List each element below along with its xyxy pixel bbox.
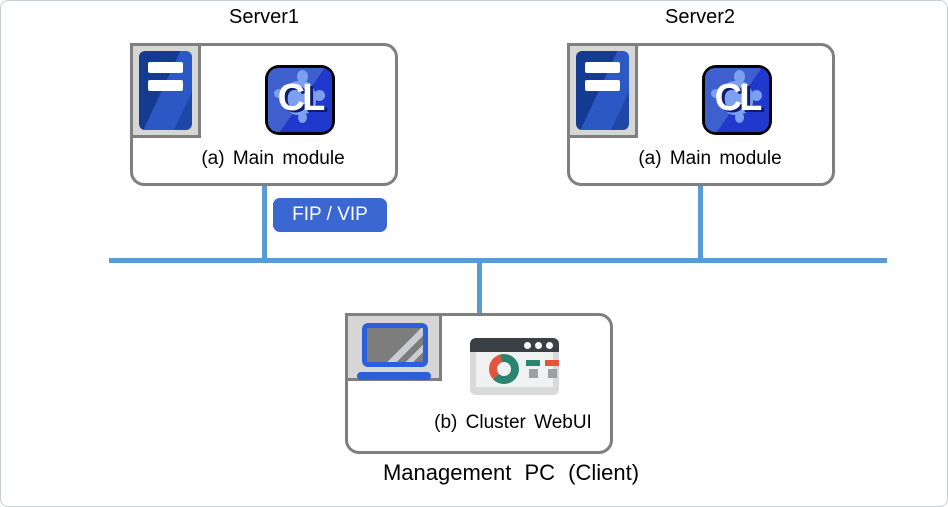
cluster-splat-icon [274, 70, 325, 123]
teal-widget-icon [526, 360, 540, 378]
laptop-icon [345, 313, 442, 381]
server1-title: Server1 [228, 6, 300, 28]
cluster-logo-icon: CL [702, 65, 772, 135]
management-caption: Management PC (Client) [382, 460, 640, 485]
cluster-logo-background: CL [705, 68, 769, 132]
server-tower-icon [139, 51, 192, 130]
cluster-logo-text: CL [277, 77, 326, 119]
fip-vip-badge: FIP / VIP [273, 198, 387, 232]
cluster-logo-text: CL [714, 77, 763, 119]
webui-browser-icon [470, 338, 559, 395]
server1-module-label: (a) Main module [201, 148, 345, 169]
donut-chart-icon [489, 354, 519, 384]
browser-content [476, 352, 559, 387]
red-widget-icon [545, 360, 559, 378]
server-slot-icon [585, 62, 620, 73]
server-slot-icon [585, 80, 620, 91]
server-slot-icon [148, 80, 183, 91]
cluster-logo-background: CL [268, 68, 332, 132]
server-icon [130, 43, 201, 138]
server2-box: CL (a) Main module [567, 43, 835, 186]
server-icon [567, 43, 638, 138]
laptop-base-icon [357, 372, 431, 380]
management-pc-box: (b) Cluster WebUI [345, 313, 613, 454]
network-drop-management [477, 262, 482, 315]
server-tower-icon [576, 51, 629, 130]
browser-titlebar [470, 338, 559, 352]
cluster-logo-icon: CL [265, 65, 335, 135]
server2-title: Server2 [664, 6, 736, 28]
laptop-screen-icon [362, 323, 428, 367]
browser-dots-icon [524, 342, 553, 349]
management-module-label: (b) Cluster WebUI [434, 412, 592, 433]
cluster-splat-icon [711, 70, 762, 123]
network-drop-server1 [262, 185, 267, 263]
network-drop-server2 [698, 185, 703, 263]
server1-box: CL (a) Main module [130, 43, 398, 186]
network-line-horizontal [109, 258, 887, 263]
server2-module-label: (a) Main module [638, 148, 782, 169]
server-slot-icon [148, 62, 183, 73]
